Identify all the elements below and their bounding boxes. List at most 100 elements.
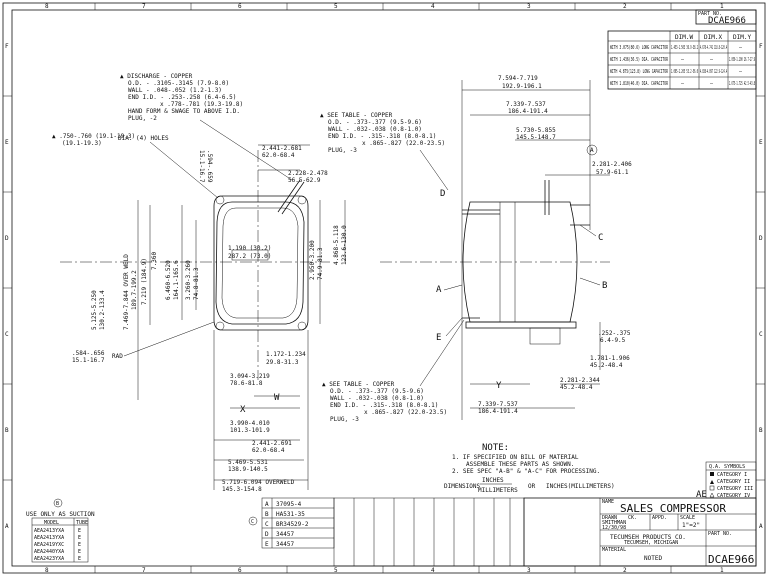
material-value: NOTED: [644, 555, 662, 562]
sb-end: END I.D. - .315-.318 (8.0-8.1): [330, 402, 438, 409]
zone-top-6: 6: [238, 3, 242, 10]
label-b: B: [602, 281, 607, 291]
drawn-date: 12/30/98: [602, 525, 626, 531]
dim-r3-mm: 145.5-148.7: [516, 134, 556, 141]
suction-circle: B: [56, 501, 59, 507]
name-label: NAME: [602, 499, 614, 505]
st-wall: WALL - .032-.038 (0.8-1.0): [328, 126, 422, 133]
zone-bottom-1: 1: [720, 567, 724, 574]
label-a: A: [436, 285, 442, 295]
suction-tube: E: [78, 556, 81, 562]
rev-letter: A: [265, 501, 269, 508]
zone-left-c: C: [5, 331, 9, 338]
dim-r8-mm: 186.4-191.4: [478, 408, 518, 415]
sb-x: x .865-.827 (22.0-23.5): [364, 409, 447, 416]
mounting-hole: [215, 195, 225, 205]
dim-cell: —: [710, 81, 714, 87]
dim-r3: 5.730-5.855: [516, 127, 556, 134]
border-top-labels: 8 7 6 5 4 3 2 1: [45, 3, 724, 10]
dim-d3-mm: 15.1-16.7: [198, 150, 205, 183]
border-ticks: [3, 3, 765, 573]
discharge-plug: PLUG, -2: [128, 115, 157, 122]
left-view: ▲ DISCHARGE - COPPER O.D. - .3105-.3145 …: [52, 73, 348, 493]
dim-row-label: WITH 1.810(46.0) DIA. CAPACITOR: [610, 81, 669, 87]
zone-right-b: B: [759, 427, 763, 434]
qa-symbols: Q.A. SYMBOLS CATEGORY I CATEGORY II CATE…: [705, 461, 757, 499]
zone-bottom-6: 6: [238, 567, 242, 574]
dim-cell: 4.678-4.741 118.8-120.4: [700, 45, 727, 51]
dim-d13-mm: 29.8-31.3: [266, 359, 299, 366]
st-od: O.D. - .373-.377 (9.5-9.6): [328, 119, 422, 126]
dim-cell: 1.050-1.100 26.7-27.9: [729, 57, 755, 63]
zone-right-a: A: [759, 523, 763, 530]
dim-r4-mm: 57.9-61.1: [596, 169, 629, 176]
dim-d5-mm: 189.7-199.2: [131, 270, 138, 310]
dim-r2-mm: 186.4-191.4: [508, 108, 548, 115]
mounting-plate: [213, 195, 309, 331]
zone-left-f: F: [5, 43, 9, 50]
ck-label: CK.: [628, 515, 637, 521]
dim-d12: .584-.656: [72, 350, 105, 357]
dim-d10-mm: 74.9-81.3: [317, 247, 324, 280]
dim-d14: 3.094-3.219: [230, 373, 270, 380]
dim-row-label: WITH 3.075(80.6) LONG CAPACITOR: [610, 45, 669, 51]
suction-tube: E: [78, 528, 81, 534]
dim-r2: 7.339-7.537: [506, 101, 546, 108]
dim-d10: 2.950-3.200: [309, 240, 316, 280]
zone-top-1: 1: [720, 3, 724, 10]
notes: NOTE: 1. IF SPECIFIED ON BILL OF MATERIA…: [444, 443, 615, 494]
dim-cell: —: [739, 45, 743, 51]
dim-cell: —: [681, 81, 685, 87]
company-name: TECUMSEH PRODUCTS CO.: [610, 534, 686, 541]
category-ii-icon: [710, 480, 714, 484]
dim-d14-mm: 78.6-81.8: [230, 380, 263, 387]
drawn-by: SMITHMAN: [602, 520, 626, 526]
suction-model: AEA2413YXA: [34, 528, 64, 534]
dim-r1-mm: 192.9-196.1: [502, 83, 542, 90]
rev-letter: D: [265, 531, 269, 538]
label-w: W: [274, 393, 280, 403]
zone-top-2: 2: [623, 3, 627, 10]
rev-code: 37095-4: [276, 501, 302, 508]
qa-category: CATEGORY I: [717, 472, 747, 478]
dim-label: DIMENSIONS: [444, 483, 481, 490]
qa-category: CATEGORY II: [717, 479, 750, 485]
suction-tube: E: [78, 549, 81, 555]
sb-plug: PLUG, -3: [330, 416, 359, 423]
dim-d17: 5.469-5.531: [228, 459, 268, 466]
suction-table: B USE ONLY AS SUCTION MODEL TUBE AEA2413…: [26, 498, 95, 563]
dim-d4: 5.125-5.250: [91, 290, 98, 330]
border-left-labels: F E D C B A: [5, 43, 9, 530]
zone-bottom-7: 7: [142, 567, 146, 574]
dim-r6-mm: 45.2-48.4: [590, 362, 623, 369]
discharge-tube: [277, 179, 301, 213]
dim-cell: 1.453-1.503 36.9-38.2: [671, 45, 698, 51]
note-1a: 1. IF SPECIFIED ON BILL OF MATERIAL: [452, 454, 579, 461]
rev-letter: C: [265, 521, 269, 528]
zone-left-e: E: [5, 139, 9, 146]
ae-label: AE: [696, 490, 707, 500]
shell-inner: [221, 207, 299, 319]
dim-d7: 7.360: [151, 252, 158, 270]
dim-d15: 3.990-4.010: [230, 420, 270, 427]
dim-table: DIM.W DIM.X DIM.Y WITH 3.075(80.6) LONG …: [607, 30, 757, 90]
dim-d11-mm: 123.6-130.0: [341, 225, 348, 265]
dim-d18: 5.719-6.094 OVERWELD: [222, 479, 295, 486]
dim-d9-mm: 74.8-81.3: [193, 267, 200, 300]
zone-right-c: C: [759, 331, 763, 338]
zone-top-7: 7: [142, 3, 146, 10]
part-no-top-box: PART NO. DCAE966: [695, 9, 757, 26]
discharge-note: HAND FORM & SWAGE TO ABOVE I.D.: [128, 108, 240, 115]
dim-d17-mm: 138.9-140.5: [228, 466, 268, 473]
notes-title: NOTE:: [482, 443, 509, 453]
part-no-top-value: DCAE966: [708, 16, 746, 26]
discharge-label: ▲ DISCHARGE - COPPER: [120, 73, 193, 80]
zone-top-8: 8: [45, 3, 49, 10]
zone-bottom-3: 3: [527, 567, 531, 574]
dim-r8: 7.339-7.537: [478, 401, 518, 408]
dim-d16-mm: 62.0-68.4: [252, 447, 285, 454]
revision-circle: C: [251, 519, 254, 525]
suction-col-model: MODEL: [44, 520, 59, 526]
zone-top-4: 4: [431, 3, 435, 10]
